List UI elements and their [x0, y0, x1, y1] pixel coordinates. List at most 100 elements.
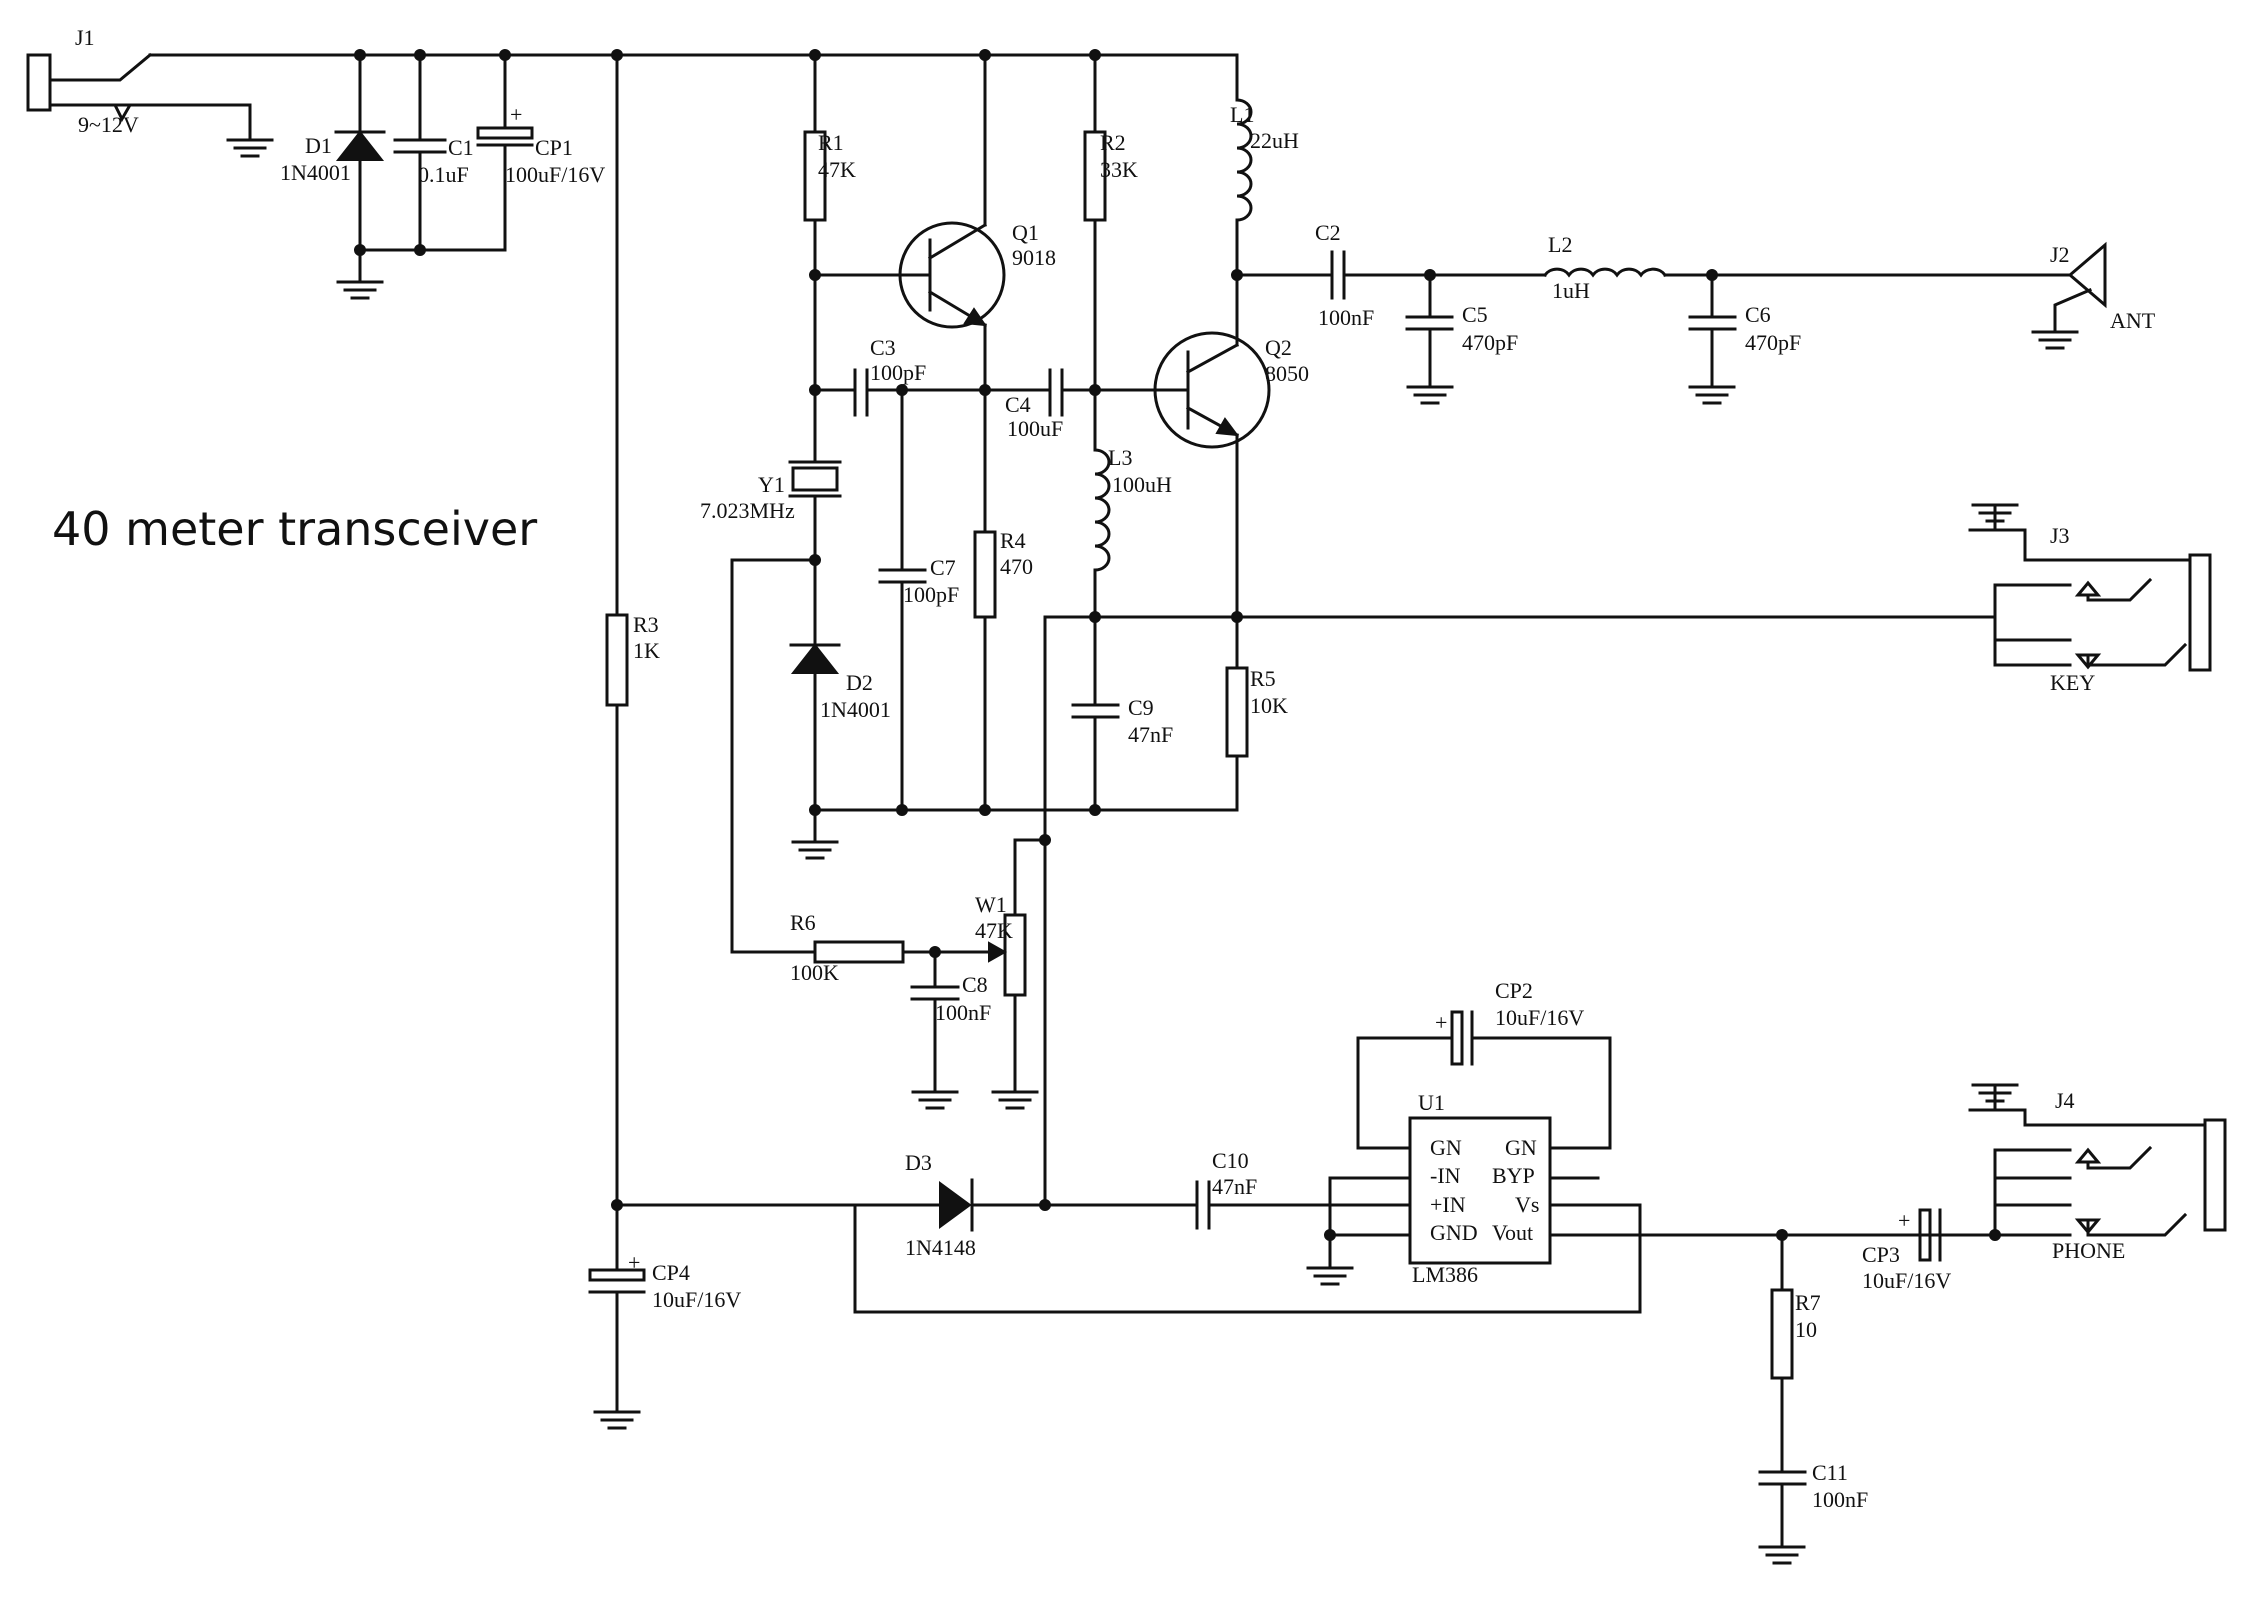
r5-resistor	[1225, 666, 1249, 758]
ground-symbol	[593, 1410, 641, 1430]
r3-ref: R3	[633, 612, 659, 637]
c5-value: 470pF	[1462, 330, 1518, 355]
c7-ref: C7	[930, 555, 956, 580]
c5-ref: C5	[1462, 302, 1488, 327]
l2-ref: L2	[1548, 232, 1572, 257]
c10-capacitor	[1195, 1180, 1211, 1230]
d2-diode	[789, 643, 841, 674]
d3-value: 1N4148	[905, 1235, 976, 1260]
cp4-value: 10uF/16V	[652, 1287, 741, 1312]
c11-ref: C11	[1812, 1460, 1848, 1485]
ground-symbol	[336, 280, 384, 300]
c9-value: 47nF	[1128, 722, 1173, 747]
q1-value: 9018	[1012, 245, 1056, 270]
r2-value: 33K	[1100, 157, 1138, 182]
cp2-value: 10uF/16V	[1495, 1005, 1584, 1030]
d2-ref: D2	[846, 670, 873, 695]
q1-ref: Q1	[1012, 220, 1039, 245]
r7-ref: R7	[1795, 1290, 1821, 1315]
r1-value: 47K	[818, 157, 856, 182]
u1-pin-gn-right: GN	[1505, 1135, 1537, 1160]
ground-symbol	[1688, 385, 1736, 405]
j2-ref: J2	[2050, 242, 2070, 267]
r4-ref: R4	[1000, 528, 1026, 553]
r4-value: 470	[1000, 554, 1033, 579]
l3-value: 100uH	[1112, 472, 1172, 497]
c3-capacitor	[853, 368, 869, 417]
c3-value: 100pF	[870, 360, 926, 385]
u1-value: LM386	[1412, 1262, 1478, 1287]
u1-pin-vs: Vs	[1515, 1192, 1539, 1217]
j2-antenna-connector	[2053, 241, 2107, 332]
d3-diode	[939, 1178, 974, 1232]
d1-ref: D1	[305, 133, 332, 158]
y1-ref: Y1	[758, 472, 785, 497]
w1-value: 47K	[975, 918, 1013, 943]
cp4-polarity: +	[628, 1250, 640, 1275]
c4-capacitor	[1048, 368, 1064, 417]
j1-power-jack	[26, 52, 252, 142]
u1-pin-in-minus: -IN	[1430, 1163, 1461, 1188]
cp3-polarity: +	[1898, 1208, 1910, 1233]
c1-value: 0.1uF	[418, 162, 469, 187]
c2-ref: C2	[1315, 220, 1341, 245]
l3-inductor	[1093, 448, 1111, 572]
c6-value: 470pF	[1745, 330, 1801, 355]
ground-symbol	[791, 840, 839, 860]
ground-symbol	[1306, 1266, 1354, 1286]
c10-ref: C10	[1212, 1148, 1249, 1173]
junction-dots	[354, 49, 2001, 1241]
ground-symbol	[1758, 1545, 1806, 1565]
j2-value: ANT	[2110, 308, 2156, 333]
r5-ref: R5	[1250, 666, 1276, 691]
c2-value: 100nF	[1318, 305, 1374, 330]
l1-inductor	[1235, 98, 1253, 222]
u1-pin-in-plus: +IN	[1430, 1192, 1466, 1217]
c1-capacitor	[393, 53, 447, 252]
c8-capacitor	[910, 985, 960, 1001]
c7-value: 100pF	[903, 582, 959, 607]
u1-lm386-amplifier	[1408, 1116, 1552, 1265]
r4-resistor	[973, 530, 997, 619]
cp3-value: 10uF/16V	[1862, 1268, 1951, 1293]
cp2-electrolytic-capacitor	[1450, 1010, 1474, 1066]
l2-value: 1uH	[1552, 278, 1590, 303]
r6-resistor	[813, 940, 905, 964]
diagram-title: 40 meter transceiver	[52, 502, 537, 556]
c5-capacitor	[1405, 315, 1454, 331]
c4-value: 100uF	[1007, 416, 1063, 441]
y1-value: 7.023MHz	[700, 498, 795, 523]
ground-symbol	[991, 1090, 1039, 1110]
cp2-ref: CP2	[1495, 978, 1533, 1003]
r7-value: 10	[1795, 1317, 1817, 1342]
u1-pin-byp: BYP	[1492, 1163, 1535, 1188]
c4-ref: C4	[1005, 392, 1031, 417]
r1-ref: R1	[818, 130, 844, 155]
c9-ref: C9	[1128, 695, 1154, 720]
j3-value: KEY	[2050, 670, 2095, 695]
c10-value: 47nF	[1212, 1174, 1257, 1199]
ground-symbol	[2031, 330, 2079, 350]
q1-transistor	[813, 53, 1006, 534]
cp3-ref: CP3	[1862, 1242, 1900, 1267]
cp2-polarity: +	[1435, 1010, 1447, 1035]
r2-ref: R2	[1100, 130, 1126, 155]
q2-ref: Q2	[1265, 335, 1292, 360]
l3-ref: L3	[1108, 445, 1132, 470]
j4-value: PHONE	[2052, 1238, 2125, 1263]
c1-ref: C1	[448, 135, 474, 160]
c3-ref: C3	[870, 335, 896, 360]
c9-capacitor	[1071, 703, 1120, 719]
c6-capacitor	[1688, 315, 1737, 331]
j1-value: 9~12V	[78, 112, 139, 137]
cp1-ref: CP1	[535, 135, 573, 160]
c2-capacitor	[1330, 250, 1346, 300]
l1-ref: L1	[1230, 102, 1254, 127]
c7-capacitor	[878, 568, 927, 584]
cp4-ref: CP4	[652, 1260, 690, 1285]
c8-value: 100nF	[935, 1000, 991, 1025]
cp1-value: 100uF/16V	[505, 162, 605, 187]
d1-value: 1N4001	[280, 160, 351, 185]
cp1-electrolytic-capacitor	[476, 53, 534, 252]
